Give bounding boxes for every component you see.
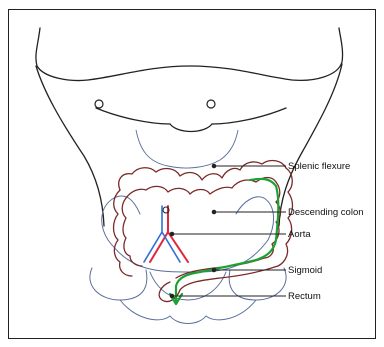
label-aorta: Aorta: [288, 229, 311, 240]
label-descending-colon: Descending colon: [288, 207, 364, 218]
colon: [114, 161, 293, 302]
torso-outline: [36, 28, 343, 226]
left-nipple: [95, 100, 103, 108]
label-rectum: Rectum: [288, 291, 321, 302]
label-sigmoid: Sigmoid: [288, 265, 322, 276]
abdomen-outline: [136, 130, 238, 168]
nipples: [95, 100, 215, 108]
leader-lines: [170, 164, 286, 298]
label-splenic-flexure: Splenic flexure: [288, 161, 350, 172]
right-nipple: [207, 100, 215, 108]
